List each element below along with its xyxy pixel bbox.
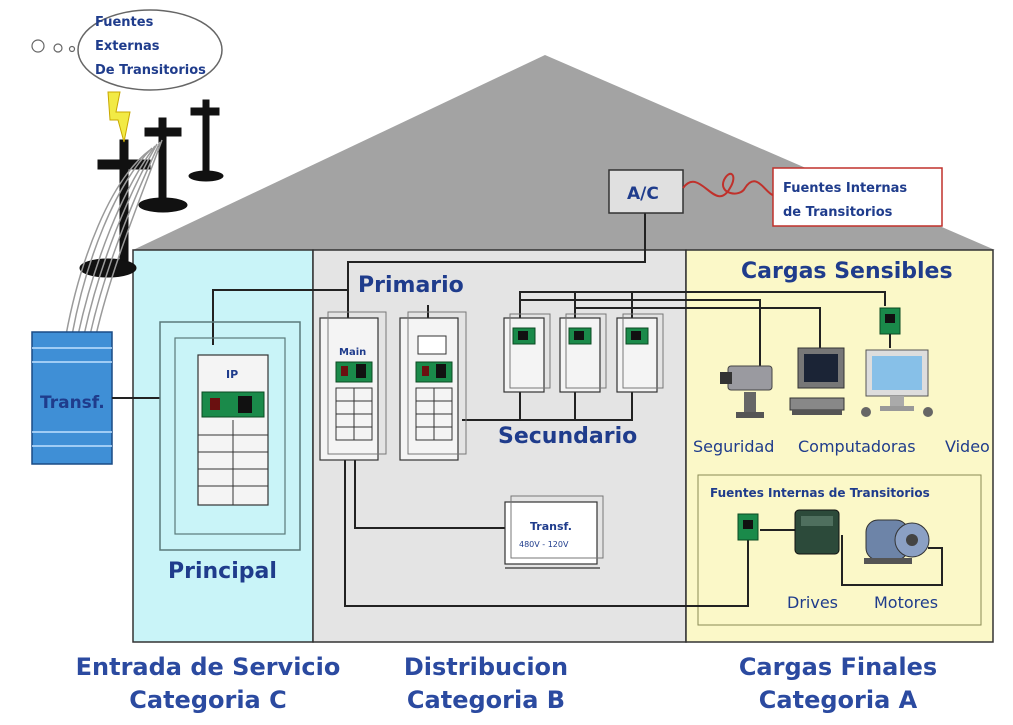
principal-title: Principal [168,559,277,584]
internal-sources-line2: de Transitorios [783,205,893,220]
label-computadoras: Computadoras [798,437,916,456]
cargas-sensibles-title: Cargas Sensibles [741,259,953,284]
motor-icon [864,519,930,564]
secundario-label: Secundario [498,424,637,449]
label-seguridad: Seguridad [693,437,774,456]
label-motores: Motores [874,593,938,612]
principal-panel: IP [159,321,301,551]
wiring [112,213,943,607]
footer-entrada-line2: Categoria C [129,686,286,714]
security-camera-icon [720,365,773,418]
principal-panel-label: IP [226,368,238,381]
service-transformer-label: Transf. [40,393,105,413]
service-transformer: Transf. [31,331,113,465]
cloud-line1: Fuentes [95,15,154,30]
internal-sources-line1: Fuentes Internas [783,181,907,196]
computer-icon [789,347,845,415]
transient-wave-icon [682,172,781,197]
primario-label: Primario [358,273,464,298]
cloud-line3: De Transitorios [95,63,206,78]
distribution-transformer-label: Transf. [530,520,572,533]
utility-poles [79,99,224,278]
video-monitor-icon [861,349,933,417]
footer-distribucion-line1: Distribucion [404,653,568,681]
primary-panel-2 [399,311,467,461]
ac-unit [608,169,684,214]
footer-entrada-line1: Entrada de Servicio [76,653,341,681]
internal-sources-title: Fuentes Internas de Transitorios [710,486,930,500]
distribution-transformer: Transf. 480V - 120V [504,495,604,569]
footer-cargas-line2: Categoria A [759,686,918,714]
label-video: Video [945,437,990,456]
label-drives: Drives [787,593,838,612]
drive-icon [794,509,840,555]
footer-cargas-line1: Cargas Finales [739,653,937,681]
distribution-transformer-rating: 480V - 120V [519,540,569,549]
ac-label: A/C [627,184,659,204]
external-sources-cloud: Fuentes Externas De Transitorios [31,9,223,91]
lightning-bolt-icon [107,91,131,143]
internal-sources-box [772,167,943,227]
internal-sources-panel [697,474,982,626]
main-panel-label: Main [339,347,366,358]
cloud-line2: Externas [95,39,160,54]
main-distribution-panel: Main [319,311,387,461]
footer-distribucion-line2: Categoria B [407,686,565,714]
service-cables [65,139,163,336]
secondary-panels [503,313,664,393]
